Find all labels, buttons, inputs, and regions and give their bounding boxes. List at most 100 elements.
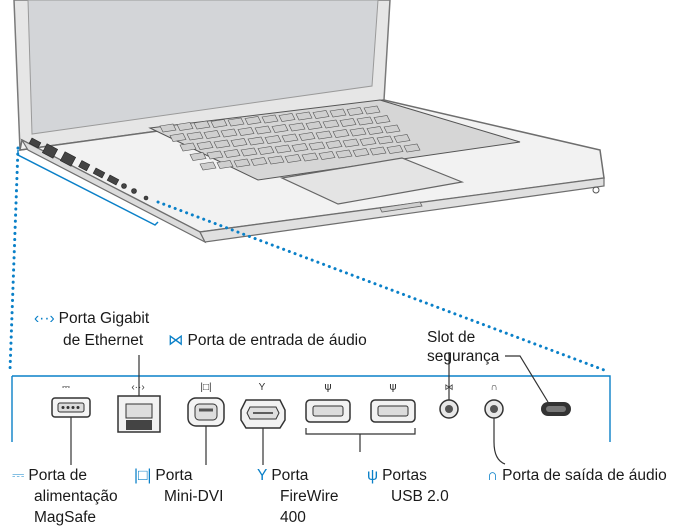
keyboard-key: [233, 158, 251, 168]
keyboard-key: [335, 149, 353, 159]
keyboard-key: [318, 151, 336, 160]
magsafe-label-line3: MagSafe: [34, 509, 97, 526]
keyboard-key: [196, 141, 214, 150]
keyboard-key: [216, 160, 234, 169]
keyboard-key: [271, 124, 289, 133]
firewire-label-line3: 400: [280, 509, 306, 526]
keyboard-key: [203, 130, 221, 139]
display-icon: |□|: [200, 382, 211, 393]
keyboard-key: [257, 146, 275, 155]
keyboard-key: [261, 114, 279, 124]
keyboard-key: [281, 133, 299, 143]
keyboard-key: [210, 119, 228, 128]
keyboard-key: [369, 146, 387, 156]
usb-port-1: ψ: [305, 380, 351, 423]
keyboard-key: [342, 138, 360, 148]
keyboard-key: [169, 133, 187, 142]
firewire-label-line2: FireWire: [280, 488, 339, 505]
keyboard-key: [346, 107, 364, 116]
headphones-icon: ∩: [487, 467, 499, 484]
keyboard-key: [220, 128, 238, 138]
firewire-port: Y: [240, 382, 286, 429]
leader-lines: [70, 352, 549, 465]
keyboard-key: [312, 110, 330, 119]
keyboard-key: [176, 122, 194, 131]
keyboard-key: [264, 135, 282, 144]
security-slot-label-line2: segurança: [427, 348, 500, 365]
security-slot: [541, 402, 571, 416]
keyboard-key: [383, 124, 401, 134]
ethernet-icon: ‹··›: [34, 310, 55, 327]
magsafe-label-line2: alimentação: [34, 488, 118, 505]
keyboard-key: [308, 141, 326, 151]
keyboard-key: [305, 121, 323, 130]
audio-out-label: ∩Porta de saída de áudio: [487, 467, 667, 484]
zoom-dotted-lines: [8, 146, 606, 372]
laptop-illustration: [13, 0, 605, 244]
keyboard-key: [339, 118, 357, 127]
keyboard-key: [223, 149, 241, 158]
audio-in-label: ⋈Porta de entrada de áudio: [168, 332, 367, 349]
mini-dvi-label-line2: Mini-DVI: [164, 488, 224, 505]
keyboard-key: [291, 143, 309, 152]
keyboard-key: [274, 144, 292, 154]
ports-panel: [11, 375, 611, 442]
svg-text:ψ: ψ: [389, 380, 396, 393]
keyboard-key: [186, 131, 204, 141]
keyboard-key: [240, 147, 258, 157]
keyboard-key: [332, 129, 350, 138]
keyboard-key: [366, 126, 384, 135]
keyboard-key: [267, 155, 285, 165]
keyboard-key: [298, 132, 316, 141]
svg-text:ψ: ψ: [324, 380, 331, 393]
keyboard-key: [352, 148, 370, 157]
keyboard-key: [315, 130, 333, 140]
ethernet-icon: ‹··›: [131, 382, 144, 393]
usb-label-line2: USB 2.0: [391, 488, 449, 505]
usb-port-2: ψ: [370, 380, 416, 423]
keyboard-key: [237, 127, 255, 136]
gigabit-ethernet-label: ‹··›Porta Gigabit: [34, 310, 150, 327]
magsafe-port: ⎓: [51, 382, 91, 418]
power-icon: ⎓: [62, 382, 70, 393]
audio-in-icon: ⋈: [168, 332, 184, 349]
keyboard-key: [403, 143, 421, 153]
keyboard-key: [295, 111, 313, 121]
mini-dvi-label: |□|Porta: [134, 467, 193, 484]
ethernet-port: ‹··›: [117, 382, 161, 433]
keyboard-key: [284, 154, 302, 163]
keyboard-key: [179, 142, 197, 152]
keyboard-key: [189, 152, 207, 161]
svg-text:∩: ∩: [490, 382, 497, 393]
keyboard-key: [363, 105, 381, 115]
usb-icon: ψ: [367, 467, 379, 484]
keyboard-key: [227, 117, 245, 127]
keyboard-key: [213, 139, 231, 149]
keyboard-key: [325, 140, 343, 149]
keyboard-key: [376, 135, 394, 145]
keyboard-key: [244, 116, 262, 125]
keyboard-key: [373, 115, 391, 124]
keyboard-key: [230, 138, 248, 147]
keyboard-key: [247, 136, 265, 146]
keyboard-key: [254, 125, 272, 135]
port-bracket: [17, 150, 159, 226]
keyboard-key: [349, 127, 367, 137]
keyboard-key: [278, 113, 296, 122]
keyboard-key: [386, 145, 404, 154]
power-icon: ⎓: [12, 467, 25, 484]
keyboard-key: [199, 161, 217, 171]
security-slot-label: Slot de: [427, 329, 476, 346]
firewire-icon: Y: [257, 467, 268, 484]
audio-out-port: ∩: [484, 382, 504, 419]
keyboard-key: [359, 137, 377, 146]
firewire-icon: Y: [259, 382, 266, 393]
keyboard-key: [322, 119, 340, 129]
display-icon: |□|: [134, 467, 152, 484]
keyboard-key: [250, 157, 268, 166]
keyboard-key: [288, 122, 306, 132]
keyboard-key: [356, 116, 374, 126]
